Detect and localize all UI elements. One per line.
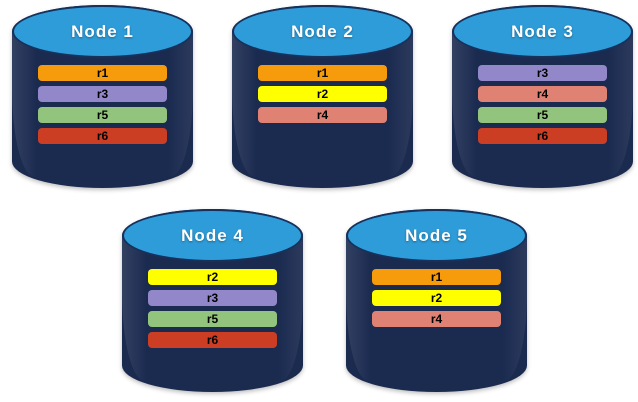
record-bar[interactable]: r2 [372, 290, 501, 307]
record-bar[interactable]: r1 [258, 65, 387, 82]
record-bar[interactable]: r6 [148, 332, 277, 349]
node-label: Node 3 [511, 21, 574, 41]
node-label: Node 5 [405, 225, 468, 245]
node-label: Node 1 [71, 21, 134, 41]
record-bar[interactable]: r6 [478, 128, 607, 145]
database-cylinder-node-1[interactable]: Node 1 r1 r3 r5 r6 [12, 5, 193, 188]
record-list: r1 r2 r4 [258, 65, 387, 124]
record-bar[interactable]: r2 [148, 269, 277, 286]
record-bar[interactable]: r4 [258, 107, 387, 124]
record-bar[interactable]: r2 [258, 86, 387, 103]
database-cylinder-node-3[interactable]: Node 3 r3 r4 r5 r6 [452, 5, 633, 188]
record-bar[interactable]: r1 [372, 269, 501, 286]
cylinder-top-ellipse: Node 4 [122, 209, 303, 263]
database-cylinder-node-2[interactable]: Node 2 r1 r2 r4 [232, 5, 413, 188]
record-bar[interactable]: r5 [478, 107, 607, 124]
record-list: r1 r3 r5 r6 [38, 65, 167, 145]
cylinder-top-ellipse: Node 1 [12, 5, 193, 59]
record-list: r1 r2 r4 [372, 269, 501, 328]
record-bar[interactable]: r1 [38, 65, 167, 82]
database-cylinder-node-4[interactable]: Node 4 r2 r3 r5 r6 [122, 209, 303, 392]
database-cylinder-node-5[interactable]: Node 5 r1 r2 r4 [346, 209, 527, 392]
record-bar[interactable]: r4 [372, 311, 501, 328]
record-bar[interactable]: r3 [478, 65, 607, 82]
cylinder-top-ellipse: Node 2 [232, 5, 413, 59]
record-bar[interactable]: r6 [38, 128, 167, 145]
record-bar[interactable]: r5 [148, 311, 277, 328]
record-bar[interactable]: r5 [38, 107, 167, 124]
node-label: Node 4 [181, 225, 244, 245]
record-bar[interactable]: r3 [38, 86, 167, 103]
node-label: Node 2 [291, 21, 354, 41]
record-list: r2 r3 r5 r6 [148, 269, 277, 349]
record-bar[interactable]: r3 [148, 290, 277, 307]
cylinder-top-ellipse: Node 5 [346, 209, 527, 263]
cylinder-top-ellipse: Node 3 [452, 5, 633, 59]
record-list: r3 r4 r5 r6 [478, 65, 607, 145]
record-bar[interactable]: r4 [478, 86, 607, 103]
